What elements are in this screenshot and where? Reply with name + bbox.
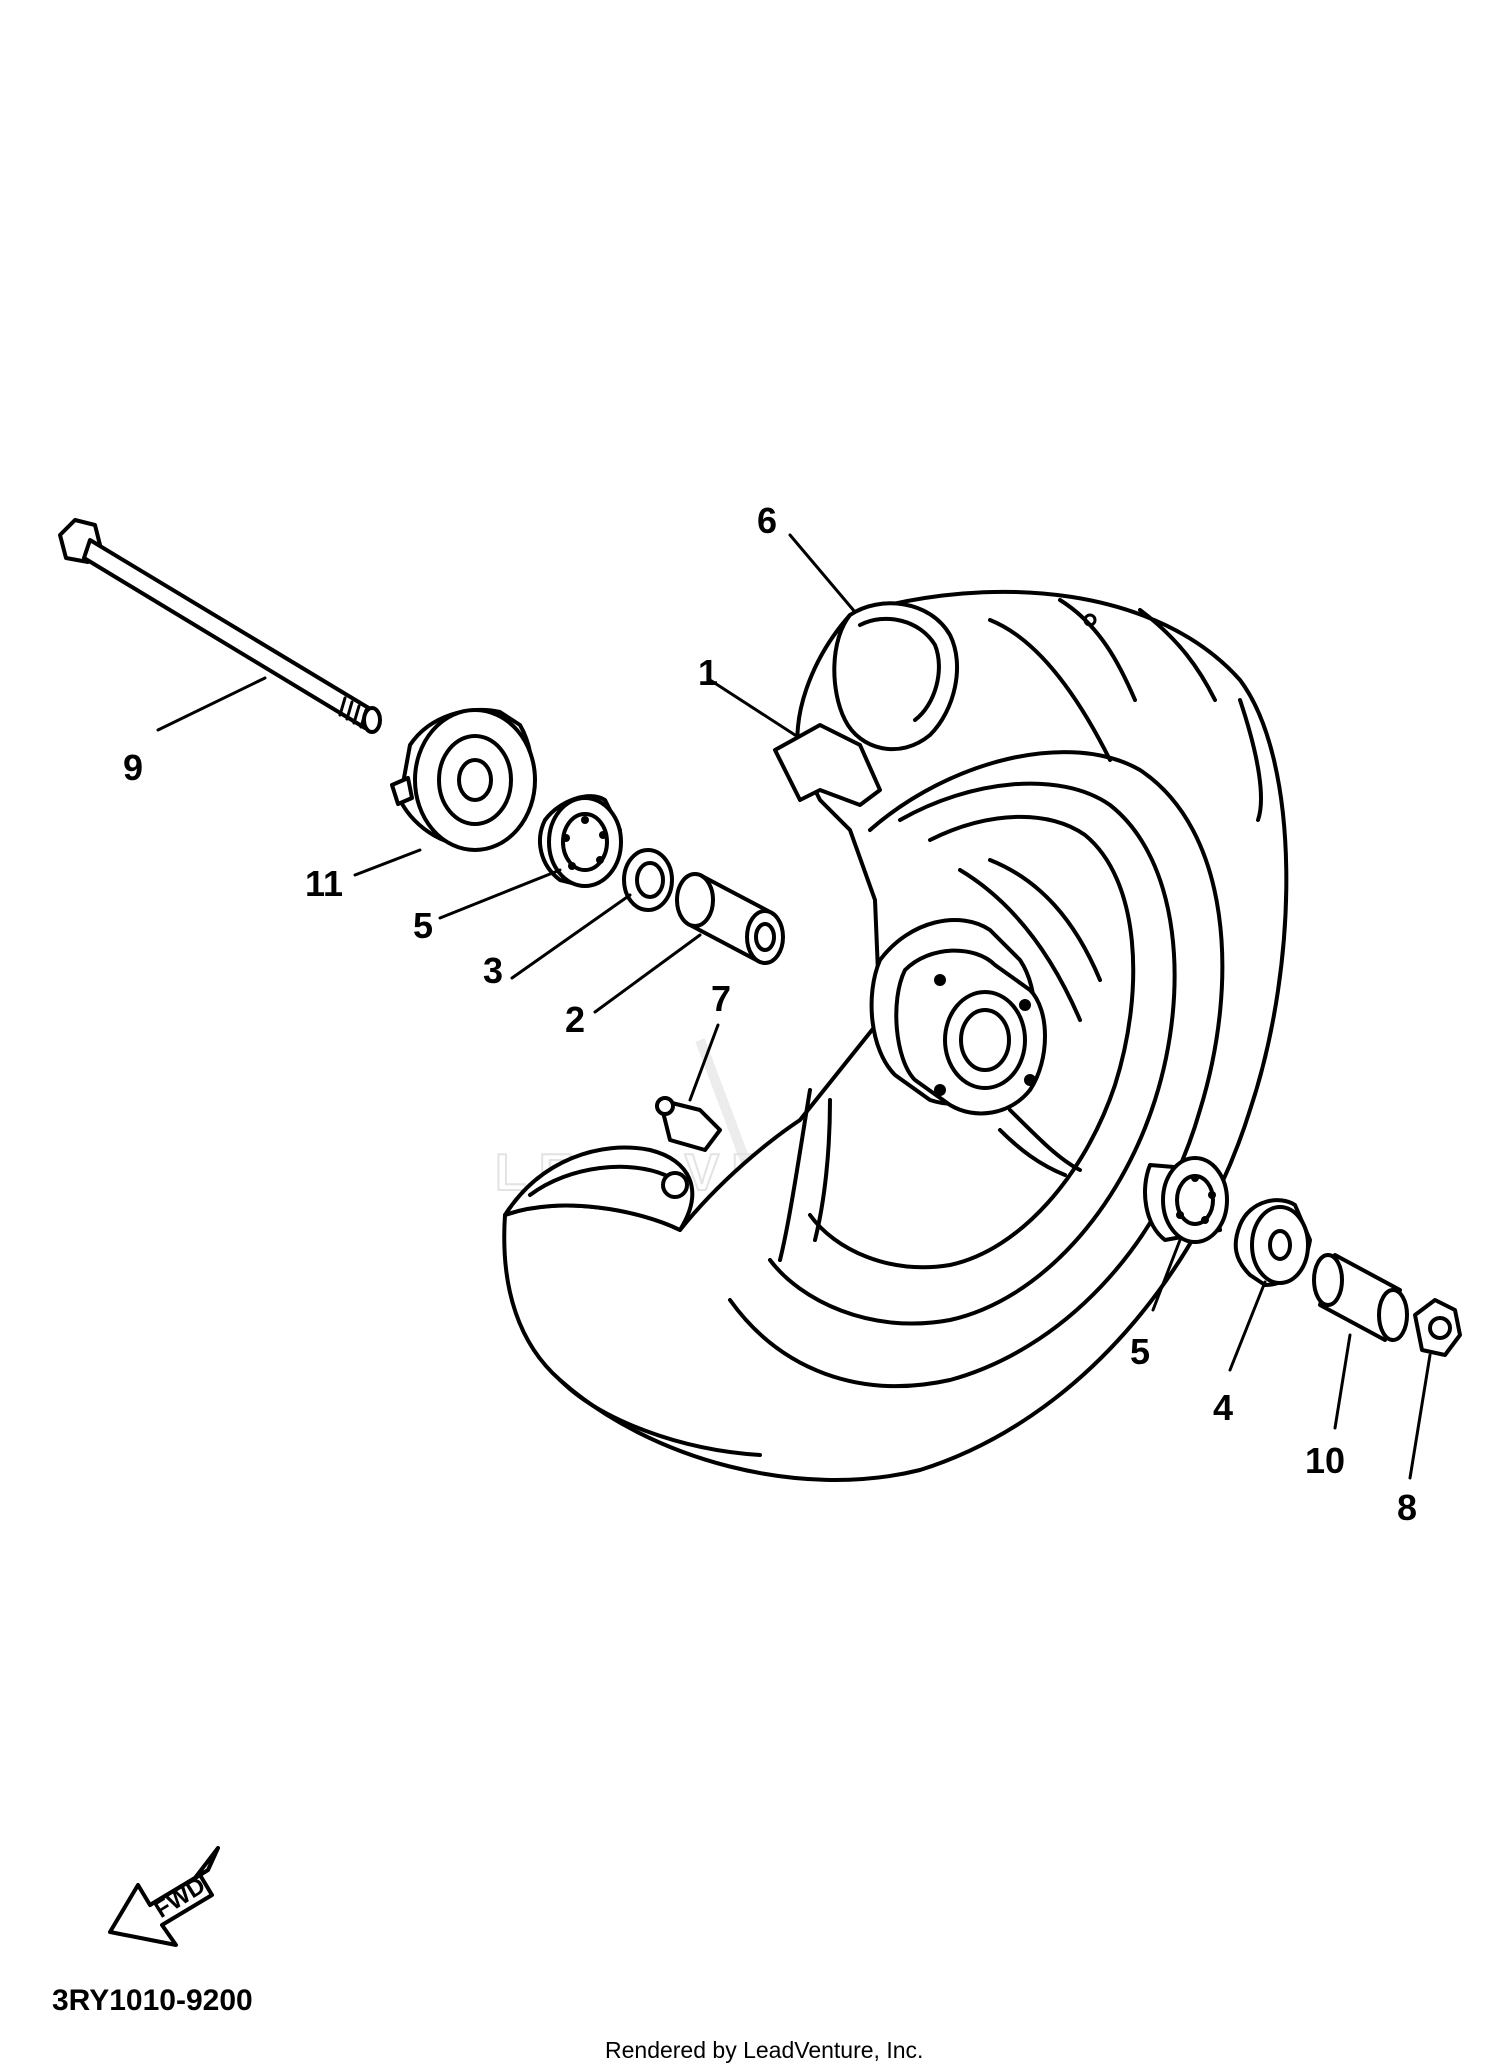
callout-5-right: 5 <box>1130 1331 1150 1372</box>
callout-9: 9 <box>123 747 143 788</box>
callout-7: 7 <box>711 978 731 1019</box>
render-credit: Rendered by LeadVenture, Inc. <box>605 2037 923 2063</box>
callout-8: 8 <box>1397 1487 1417 1528</box>
callout-5-left: 5 <box>413 905 433 946</box>
wheel-assembly <box>502 589 1289 1482</box>
collar-4 <box>1233 1198 1312 1287</box>
axle-nut-8 <box>1413 1298 1462 1357</box>
callout-labels: 1 2 3 4 5 5 6 7 8 9 10 11 <box>123 500 1417 1528</box>
callout-4: 4 <box>1213 1387 1233 1428</box>
valve-stem <box>658 1098 722 1152</box>
spacer-10 <box>1312 1253 1409 1342</box>
collar-11 <box>390 707 537 852</box>
callout-1: 1 <box>698 652 718 693</box>
bearing-5-left <box>538 794 623 888</box>
spacer-2 <box>675 872 785 965</box>
leader-lines <box>156 533 1432 1480</box>
callout-3: 3 <box>483 950 503 991</box>
callout-6: 6 <box>757 500 777 541</box>
axle-shaft <box>58 518 382 734</box>
callout-2: 2 <box>565 999 585 1040</box>
callout-11: 11 <box>305 863 343 904</box>
bearing-5-right <box>1143 1156 1229 1244</box>
callout-10: 10 <box>1305 1440 1345 1481</box>
oil-seal-3 <box>622 848 674 912</box>
fwd-arrow-icon: FWD <box>108 1846 220 1947</box>
diagram-code: 3RY1010-9200 <box>52 1984 253 2017</box>
